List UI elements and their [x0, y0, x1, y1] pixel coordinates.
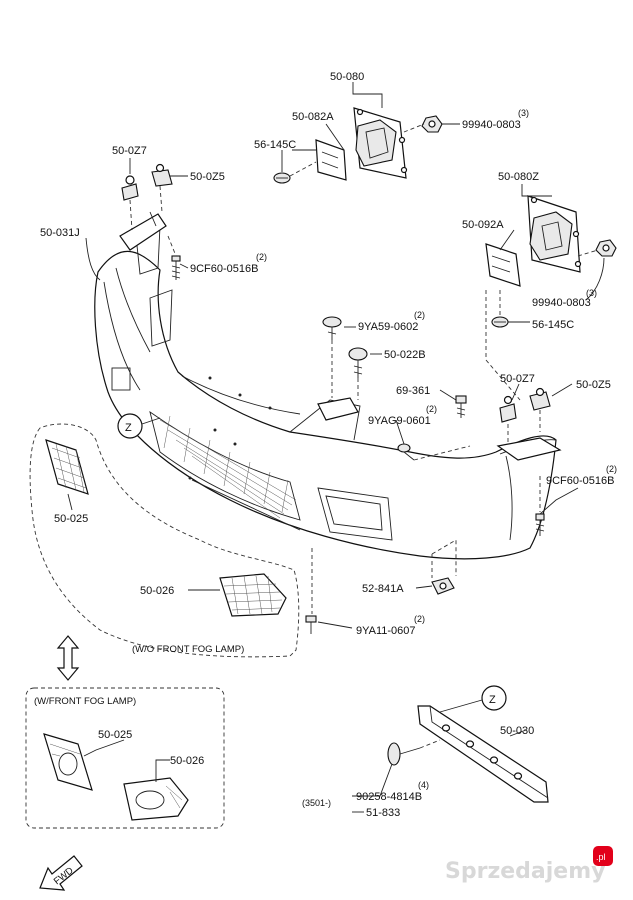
center-bracket-part	[317, 397, 359, 421]
label-nut-lh: 99940-0803	[532, 297, 591, 309]
label-retainer-rh-lower: 50-0Z5	[576, 379, 611, 391]
watermark-text: Sprzedajemy	[445, 859, 606, 884]
clip-rh-part	[273, 172, 291, 184]
bumper-holes	[188, 376, 272, 480]
label-screw-rh-qty: (2)	[606, 464, 617, 474]
fog-group	[25, 687, 225, 829]
ref-marker-lower: Z	[439, 685, 507, 713]
no-fog-group	[29, 423, 300, 658]
grille-lh-part	[45, 439, 89, 495]
label-grille-lh: 50-025	[54, 513, 88, 525]
label-nut-lh-qty: (3)	[586, 288, 597, 298]
fastener-absorber-part	[387, 742, 421, 766]
label-retainer-lh-upper: 50-0Z5	[190, 171, 225, 183]
clip-lh-upper-part	[121, 175, 139, 201]
label-bracket-rh-sub: 50-082A	[292, 111, 334, 123]
label-fastener-absorber-qty: (4)	[418, 780, 429, 790]
bracket-lh-upper-part	[119, 211, 167, 251]
bracket-rh-part	[353, 107, 408, 179]
screw-lh-part	[171, 255, 181, 280]
clip-bottom-part	[431, 577, 455, 595]
label-screw-center: 9YAG9-0601	[368, 415, 431, 427]
label-bumper: 50-031J	[40, 227, 80, 239]
nut-lh-part	[595, 239, 617, 257]
bumper-mesh	[159, 415, 297, 519]
label-clip-lh: 56-145C	[532, 319, 574, 331]
watermark-badge-icon	[593, 846, 613, 866]
bumper-cover	[94, 225, 557, 560]
clip-rh-lower-part	[499, 395, 517, 423]
label-clip-rh: 56-145C	[254, 139, 296, 151]
label-bolt: 69-361	[396, 385, 430, 397]
fog-grille-rh-part	[123, 777, 189, 821]
clip-lh-part	[491, 316, 509, 328]
label-grille-rh: 50-026	[140, 585, 174, 597]
label-clip-center: 9YA59-0602	[358, 321, 418, 333]
ref-marker-upper: Z	[117, 413, 161, 439]
fastener-center-part	[348, 347, 368, 378]
leader-lines	[67, 82, 605, 813]
label-absorber: 50-030	[500, 725, 534, 737]
fwd-arrow-icon: FWD	[39, 855, 83, 891]
label-screw-center-qty: (2)	[426, 404, 437, 414]
label-fog-grille-rh: 50-026	[170, 755, 204, 767]
bracket-rh-lower-part	[496, 437, 562, 461]
label-fog-grille-lh: 50-025	[98, 729, 132, 741]
screw-center-part	[397, 443, 415, 461]
ref-marker-lower-text: Z	[489, 694, 496, 706]
label-clip-lh-upper: 50-0Z7	[112, 145, 147, 157]
double-arrow-icon	[56, 635, 80, 681]
label-ref-code: (3501-)	[302, 798, 331, 808]
grille-rh-part	[219, 573, 287, 617]
watermark: Sprzedajemy .pl	[445, 846, 613, 884]
labels: 50-080 50-082A 99940-0803 (3) 56-145C 50…	[34, 71, 617, 819]
bolt-part	[455, 395, 467, 418]
label-nut-rh: 99940-0803	[462, 119, 521, 131]
watermark-badge: .pl	[596, 852, 606, 862]
absorber-part	[417, 705, 549, 803]
label-clip-center-qty: (2)	[414, 310, 425, 320]
label-screw-lh: 9CF60-0516B	[190, 263, 259, 275]
retainer-lh-upper-part	[151, 163, 173, 187]
label-screw-rh: 9CF60-0516B	[546, 475, 615, 487]
label-clip-bottom: 52-841A	[362, 583, 404, 595]
retainer-rh-lower-part	[529, 387, 551, 411]
bracket-rh-sub-part	[315, 139, 347, 181]
fog-grille-lh-part	[43, 733, 93, 791]
label-bracket-lh: 50-080Z	[498, 171, 539, 183]
label-fastener-center: 50-022B	[384, 349, 426, 361]
label-clip-rh-lower: 50-0Z7	[500, 373, 535, 385]
bracket-lh-part	[527, 195, 582, 273]
label-bracket-rh: 50-080	[330, 71, 364, 83]
nut-rh-part	[421, 115, 443, 133]
label-screw-bottom: 9YA11-0607	[356, 625, 416, 637]
label-nut-rh-qty: (3)	[518, 108, 529, 118]
label-screw-bottom-qty: (2)	[414, 614, 425, 624]
screw-bottom-part	[305, 615, 317, 634]
ref-marker-upper-text: Z	[125, 422, 132, 434]
label-fastener-ref: 51-833	[366, 807, 400, 819]
label-screw-lh-qty: (2)	[256, 252, 267, 262]
label-fog-box: (W/FRONT FOG LAMP)	[34, 696, 136, 707]
label-no-fog-box: (W/O FRONT FOG LAMP)	[132, 644, 244, 655]
label-fastener-absorber: 90258-4814B	[356, 791, 422, 803]
label-bracket-lh-sub: 50-092A	[462, 219, 504, 231]
clip-center-part	[322, 316, 342, 340]
bracket-lh-sub-part	[485, 243, 521, 287]
